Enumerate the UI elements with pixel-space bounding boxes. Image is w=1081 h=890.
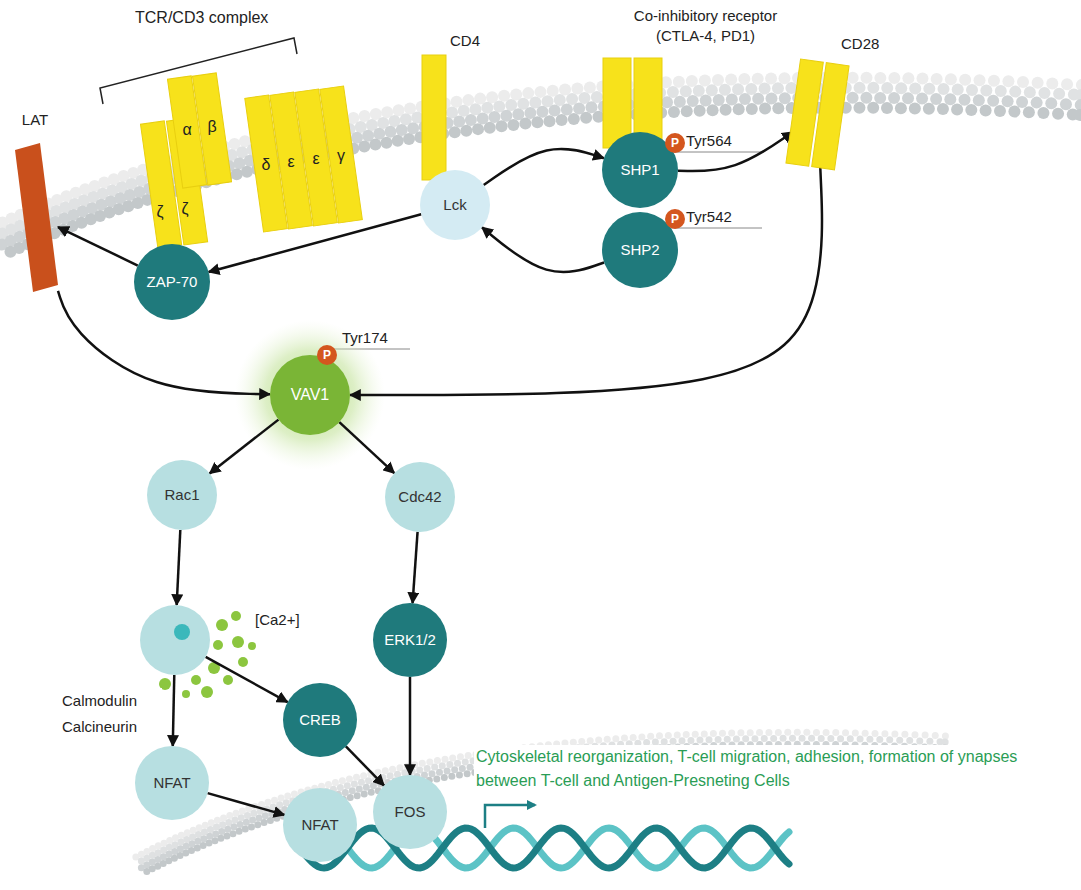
signal-arrow bbox=[678, 132, 793, 171]
chain-letter: ε bbox=[307, 150, 325, 168]
transcription-factor: CREB bbox=[283, 683, 357, 757]
signal-arrow bbox=[350, 167, 822, 395]
receptor-bar-shape bbox=[422, 55, 446, 180]
node-label: Co-inhibitory receptor (CTLA-4, PD1) bbox=[618, 6, 793, 45]
bracket bbox=[100, 38, 297, 104]
lat-bar: LAT bbox=[12, 140, 58, 292]
calcium-store-shape bbox=[140, 605, 210, 675]
edge-label: Calmodulin Calcineurin bbox=[62, 688, 162, 740]
membrane bbox=[0, 72, 1081, 875]
node-label: SHP2 bbox=[620, 240, 659, 260]
signal-arrow bbox=[409, 677, 412, 775]
chain-letter: β bbox=[203, 118, 221, 136]
signal-arrow bbox=[413, 532, 418, 603]
dna-helix bbox=[300, 828, 789, 868]
signal-arrow bbox=[177, 530, 181, 605]
transcription-factor: FOS bbox=[373, 775, 447, 849]
residue-label: Tyr174 bbox=[342, 329, 388, 347]
receptor-bar: CD4 bbox=[422, 55, 446, 180]
phospho-badge: P bbox=[665, 209, 685, 229]
node-label: CD4 bbox=[450, 31, 510, 51]
chain-letter: ζ bbox=[151, 203, 169, 221]
calcium-store: [Ca2+] bbox=[140, 605, 210, 675]
group-label: TCR/CD3 complex bbox=[135, 8, 268, 28]
chain-letter: ζ bbox=[176, 200, 194, 218]
kinase-circle: ZAP-70 bbox=[134, 244, 210, 320]
node-label: CD28 bbox=[841, 34, 901, 54]
node-label: [Ca2+] bbox=[255, 610, 300, 630]
signal-arrow bbox=[484, 149, 604, 185]
signal-arrow bbox=[346, 746, 384, 785]
chain-letter: ε bbox=[282, 153, 300, 171]
node-label: Rac1 bbox=[164, 485, 199, 505]
gtpase-circle: Cdc42 bbox=[385, 462, 455, 532]
chain-letter: γ bbox=[332, 147, 350, 165]
node-label: Lck bbox=[443, 195, 466, 215]
signal-arrow bbox=[173, 675, 174, 746]
leader-line bbox=[330, 152, 762, 349]
node-label: VAV1 bbox=[291, 385, 330, 406]
chain-letter: δ bbox=[257, 156, 275, 174]
residue-label: Tyr542 bbox=[686, 208, 732, 226]
receptor-bar: CD28 bbox=[793, 62, 843, 167]
chain-letter: α bbox=[178, 121, 196, 139]
gef-circle: VAV1 bbox=[270, 355, 350, 435]
kinase-circle: Lck bbox=[420, 170, 490, 240]
kinase-circle: ERK1/2 bbox=[373, 603, 447, 677]
gtpase-circle: Rac1 bbox=[147, 460, 217, 530]
transcription-factor: NFAT bbox=[283, 788, 357, 862]
lat-bar-shape bbox=[12, 140, 58, 292]
signal-arrow bbox=[208, 793, 285, 815]
signal-arrow bbox=[482, 227, 604, 272]
node-label: CREB bbox=[299, 710, 341, 730]
transcription-arrow bbox=[485, 805, 535, 828]
signal-arrow bbox=[339, 422, 394, 473]
node-label: NFAT bbox=[153, 773, 190, 793]
node-label: NFAT bbox=[301, 815, 338, 835]
tcr-chains bbox=[140, 73, 362, 248]
node-label: LAT bbox=[10, 110, 60, 130]
node-label: FOS bbox=[395, 802, 426, 822]
signal-arrow bbox=[206, 657, 288, 702]
receptor-bar-shape bbox=[793, 62, 843, 167]
phospho-badge: P bbox=[317, 345, 337, 365]
signal-arrow bbox=[209, 214, 422, 272]
node-label: ZAP-70 bbox=[147, 272, 198, 292]
transcription-factor: NFAT bbox=[135, 746, 209, 820]
signal-arrow bbox=[210, 420, 279, 474]
residue-label: Tyr564 bbox=[686, 132, 732, 150]
node-label: ERK1/2 bbox=[384, 630, 436, 650]
node-label: SHP1 bbox=[620, 160, 659, 180]
signal-arrow bbox=[58, 227, 138, 265]
outcome-note: Cytoskeletal reorganization, T-cell migr… bbox=[474, 745, 1073, 793]
node-label: Cdc42 bbox=[398, 487, 441, 507]
phospho-badge: P bbox=[665, 133, 685, 153]
